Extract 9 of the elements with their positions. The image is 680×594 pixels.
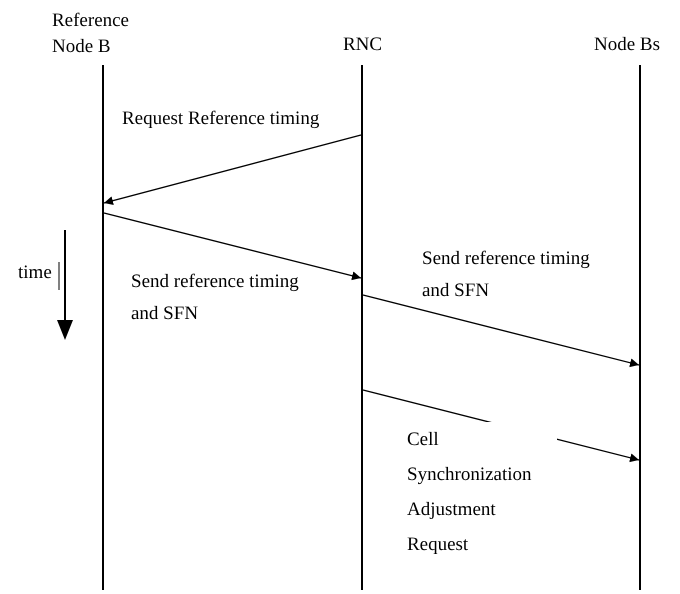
participant-label: RNC [342, 33, 384, 57]
message-arrow [362, 294, 640, 368]
message-arrow [104, 134, 362, 206]
lifeline [361, 65, 363, 590]
participant-label: Reference Node B [52, 9, 130, 59]
lifeline [639, 65, 641, 590]
message-arrow [104, 212, 362, 280]
lifeline [102, 65, 104, 590]
participant-label: Node Bs [593, 33, 660, 57]
